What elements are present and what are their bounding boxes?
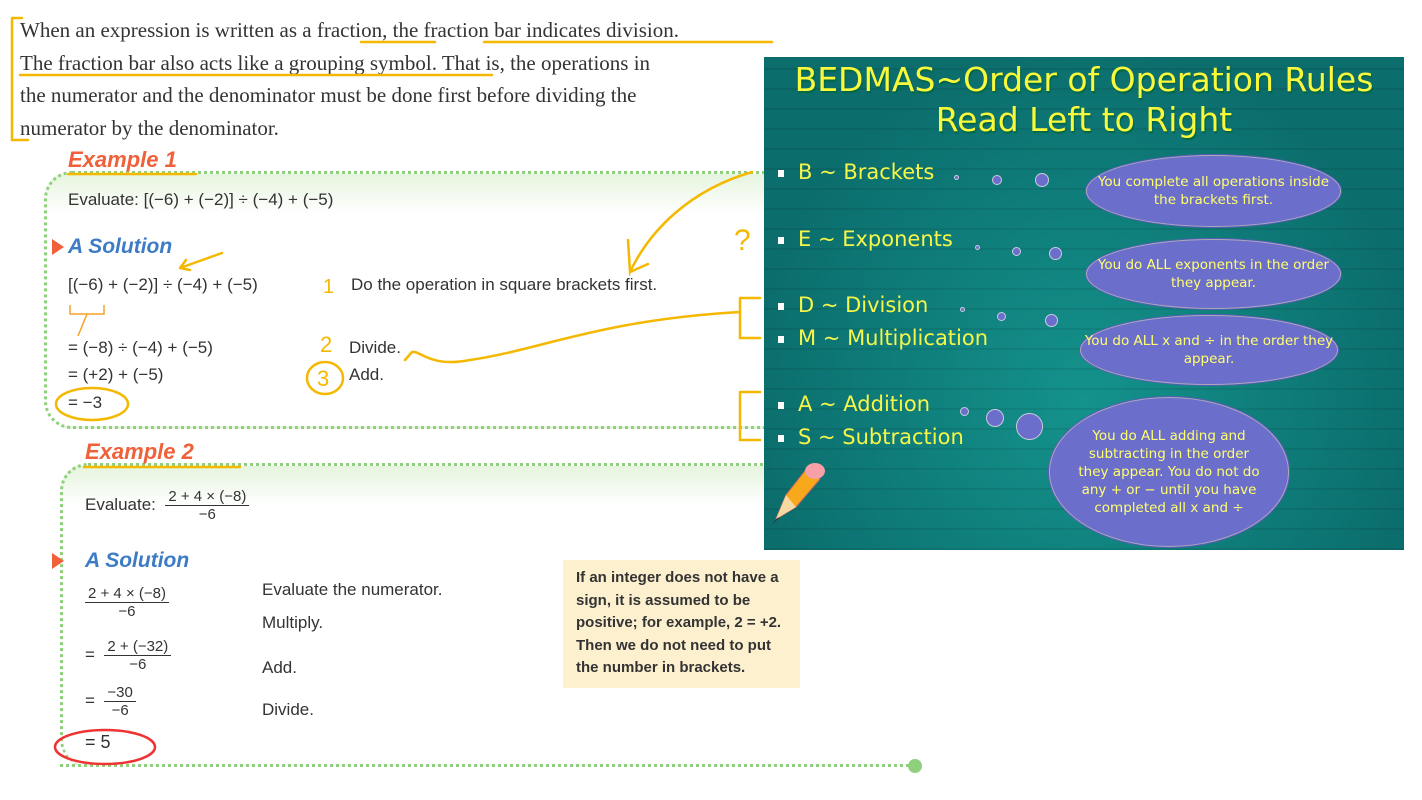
step-note: Divide. (349, 338, 401, 357)
bedmas-item: M ~ Multiplication (778, 326, 988, 350)
equals: = (85, 690, 95, 710)
bedmas-cloud: You do ALL exponents in the order they a… (1086, 239, 1341, 309)
step-note: Do the operation in square brackets firs… (351, 275, 658, 294)
solution-marker-icon (52, 239, 64, 255)
example1-evaluate: Evaluate: [(−6) + (−2)] ÷ (−4) + (−5) (68, 190, 334, 209)
denominator: −6 (129, 656, 147, 673)
paragraph-line: The fraction bar also acts like a groupi… (20, 50, 651, 75)
denominator: −6 (118, 603, 136, 620)
tip-line: If an integer does not have a (576, 569, 779, 586)
bedmas-item: B ~ Brackets (778, 160, 934, 184)
step-expr: = (+2) + (−5) (68, 365, 164, 384)
bedmas-item: E ~ Exponents (778, 227, 953, 251)
annotation-3: 3 (317, 366, 329, 391)
example1-heading: Example 1 (68, 147, 177, 172)
pencil-icon (772, 463, 825, 525)
evaluate-fraction: 2 + 4 × (−8)−6 (165, 488, 250, 523)
final-result: = 5 (85, 732, 111, 752)
step-fraction: 2 + 4 × (−8)−6 (85, 585, 169, 620)
bedmas-item: S ~ Subtraction (778, 425, 964, 449)
bedmas-cloud: You complete all operations inside the b… (1086, 155, 1341, 227)
example2-evaluate: Evaluate: 2 + 4 × (−8)−6 (85, 488, 250, 523)
paragraph-line: When an expression is written as a fract… (20, 18, 679, 42)
example1-box (44, 171, 774, 429)
tip-line: the number in brackets. (576, 659, 746, 676)
bedmas-cloud: You do ALL x and ÷ in the order they app… (1080, 315, 1338, 385)
step-expr: = (−8) ÷ (−4) + (−5) (68, 338, 213, 357)
annotation-question: ? (734, 224, 751, 257)
tip-line: sign, it is assumed to be (576, 591, 751, 609)
denominator: −6 (111, 702, 129, 719)
bedmas-title: BEDMAS~Order of Operation Rules (794, 60, 1374, 99)
numerator: −30 (104, 684, 136, 702)
paragraph-line: the numerator and the denominator must b… (20, 83, 637, 107)
step-note: Evaluate the numerator. (262, 580, 443, 599)
step-note: Add. (349, 365, 384, 384)
step-fraction: = 2 + (−32)−6 (85, 638, 172, 673)
paragraph-line: numerator by the denominator. (20, 115, 279, 140)
step-note: Add. (262, 658, 297, 677)
tip-line: positive; for example, 2 = +2. (576, 614, 782, 631)
tip-box: If an integer does not have a sign, it i… (563, 560, 800, 688)
step-note: Multiply. (262, 613, 324, 632)
example2-heading: Example 2 (85, 439, 194, 464)
evaluate-label: Evaluate: (85, 494, 156, 514)
step-note: Divide. (262, 700, 314, 719)
bedmas-item: D ~ Division (778, 293, 928, 317)
example2-bottom-rule (60, 764, 915, 767)
solution-marker-icon (52, 553, 64, 569)
equals: = (85, 644, 95, 664)
annotation-1: 1 (323, 276, 334, 298)
bedmas-item: A ~ Addition (778, 392, 930, 416)
numerator: 2 + 4 × (−8) (165, 488, 250, 506)
bedmas-subtitle: Read Left to Right (935, 100, 1233, 139)
step-result: = −3 (68, 393, 103, 412)
step-expr: [(−6) + (−2)] ÷ (−4) + (−5) (68, 275, 258, 294)
intro-paragraph: When an expression is written as a fract… (20, 14, 780, 144)
numerator: 2 + (−32) (104, 638, 172, 656)
step-fraction: = −30−6 (85, 684, 136, 719)
annotation-2: 2 (320, 332, 332, 357)
bedmas-panel: BEDMAS~Order of Operation Rules Read Lef… (764, 57, 1404, 550)
denominator: −6 (198, 506, 216, 523)
end-dot-icon (908, 759, 922, 773)
tip-line: Then we do not need to put (576, 636, 771, 654)
numerator: 2 + 4 × (−8) (85, 585, 169, 603)
example1-solution-heading: A Solution (68, 235, 173, 258)
bedmas-cloud: You do ALL adding and subtracting in the… (1049, 397, 1289, 547)
example2-solution-heading: A Solution (85, 549, 190, 572)
